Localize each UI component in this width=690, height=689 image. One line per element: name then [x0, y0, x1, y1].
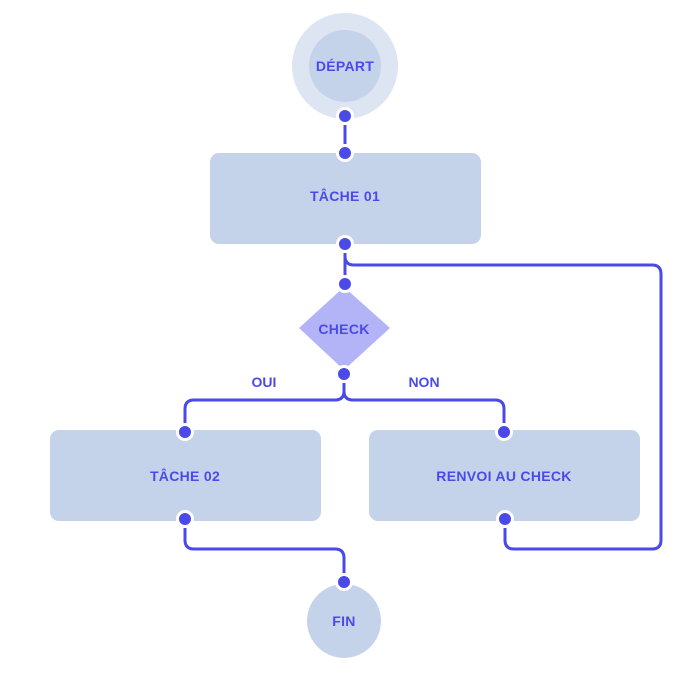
edge-check-no [342, 389, 506, 434]
task-01-label: TÂCHE 01 [310, 187, 380, 204]
task-01-box [210, 153, 481, 244]
end-node[interactable]: FIN [307, 584, 381, 658]
renvoi-box [369, 430, 640, 521]
edge-renvoi-loop [343, 242, 663, 551]
connector-dot [496, 510, 514, 528]
start-node-label: DÉPART [316, 58, 374, 74]
renvoi-node[interactable]: RENVOI AU CHECK [369, 430, 640, 521]
connector-dot [336, 144, 354, 162]
end-node-label: FIN [332, 613, 355, 629]
connector-dot [335, 365, 353, 383]
check-diamond [299, 287, 390, 370]
connector-dot [336, 107, 354, 125]
connector-dot [495, 423, 513, 441]
edge-task2-to-end [183, 517, 346, 584]
task-01-node[interactable]: TÂCHE 01 [210, 153, 481, 244]
edge-no-label: NON [408, 374, 439, 390]
connector-dot [336, 275, 354, 293]
start-node[interactable]: DÉPART [292, 13, 398, 119]
connector-dot [335, 573, 353, 591]
check-label: CHECK [318, 321, 369, 337]
end-node-circle [307, 584, 381, 658]
check-node[interactable]: CHECK [299, 287, 390, 370]
task-02-node[interactable]: TÂCHE 02 [50, 430, 321, 521]
connector-dot [176, 510, 194, 528]
connector-dot [336, 235, 354, 253]
task-02-box [50, 430, 321, 521]
connector-dot [176, 423, 194, 441]
edge-yes-label: OUI [252, 374, 277, 390]
renvoi-label: RENVOI AU CHECK [436, 468, 571, 484]
task-02-label: TÂCHE 02 [150, 467, 220, 484]
start-node-circle [309, 30, 381, 102]
